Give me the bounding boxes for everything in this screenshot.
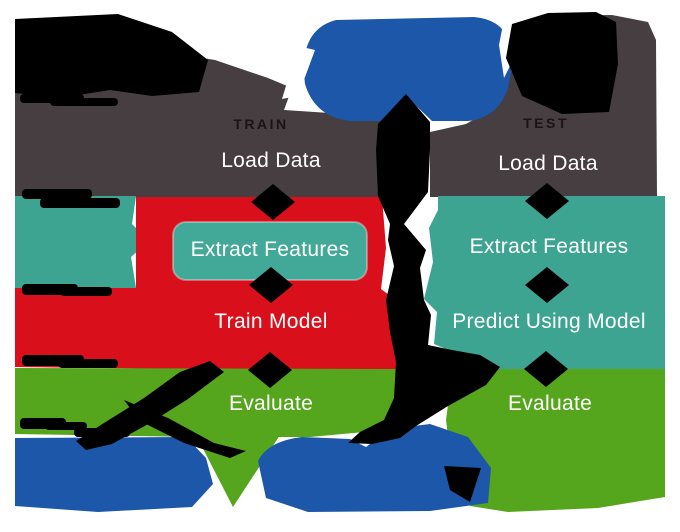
black-shapes	[15, 12, 618, 502]
data-blob-icon	[303, 17, 513, 121]
test-step-extract-features: Extract Features	[469, 235, 629, 258]
test-step-evaluate: Evaluate	[507, 392, 593, 415]
top-left-header-blob	[15, 14, 208, 98]
white-gap-left	[282, 46, 315, 99]
top-right-header-blob	[506, 12, 618, 114]
train-step-load-data: Load Data	[221, 149, 321, 172]
arrow-down-icon	[251, 184, 295, 220]
arrow-down-icon	[525, 183, 569, 219]
train-step-train-model: Train Model	[214, 310, 328, 333]
blue-blobs	[15, 17, 513, 512]
test-column-header: TEST	[523, 115, 569, 131]
arrow-down-icon	[248, 352, 292, 388]
bottom-right-black-wedge	[444, 466, 481, 502]
test-step-load-data: Load Data	[498, 152, 598, 175]
bottom-center-blue-blob	[258, 424, 491, 512]
test-column-green-band	[446, 369, 665, 512]
arrow-down-icon	[524, 351, 568, 387]
train-column-header: TRAIN	[233, 116, 289, 132]
red-spike	[138, 260, 166, 288]
left-rail-teal-chip	[15, 196, 149, 288]
bottom-left-blue-blob	[15, 437, 213, 512]
arrow-down-icon	[249, 267, 293, 303]
train-to-predict-arrow-icon	[348, 94, 500, 444]
train-step-extract-features: Extract Features	[190, 238, 350, 261]
train-step-evaluate: Evaluate	[228, 392, 314, 415]
test-step-predict-using-model: Predict Using Model	[452, 310, 646, 333]
stage-label-placeholder	[20, 94, 130, 437]
arrow-down-icon	[525, 267, 569, 303]
